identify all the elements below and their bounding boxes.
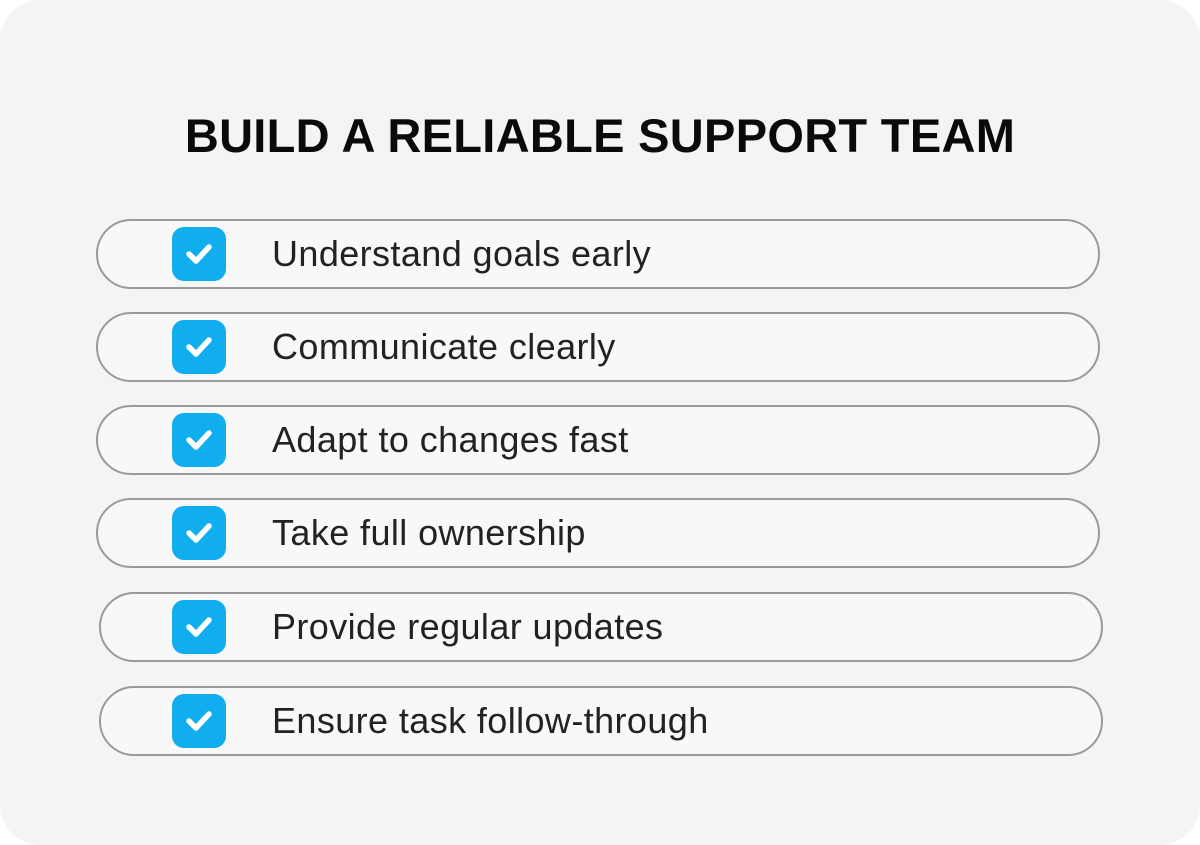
list-item-label: Ensure task follow-through <box>272 700 709 741</box>
list-item-label: Adapt to changes fast <box>272 419 629 460</box>
list-item: Understand goals early <box>96 219 1100 289</box>
list-item: Provide regular updates <box>99 592 1103 662</box>
checkbox-checked-icon[interactable] <box>172 600 226 654</box>
list-item-label: Understand goals early <box>272 233 652 274</box>
checkbox-checked-icon[interactable] <box>172 506 226 560</box>
checkbox-checked-icon[interactable] <box>172 694 226 748</box>
list-item: Ensure task follow-through <box>99 686 1103 756</box>
list-item: Communicate clearly <box>96 312 1100 382</box>
page-title: BUILD A RELIABLE SUPPORT TEAM <box>184 109 1016 162</box>
list-item: Adapt to changes fast <box>96 405 1100 475</box>
checkbox-checked-icon[interactable] <box>172 413 226 467</box>
list-item-label: Provide regular updates <box>272 606 664 647</box>
list-item-label: Communicate clearly <box>272 326 616 367</box>
list-item: Take full ownership <box>96 498 1100 568</box>
list-item-label: Take full ownership <box>272 512 586 553</box>
checkbox-checked-icon[interactable] <box>172 320 226 374</box>
checkbox-checked-icon[interactable] <box>172 227 226 281</box>
